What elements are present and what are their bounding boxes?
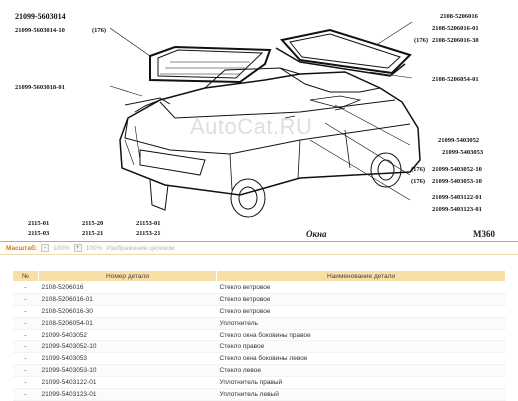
- cell-part-name: Стекло ветровое: [216, 293, 506, 306]
- cell-part-number[interactable]: 21099-5403053: [38, 352, 217, 366]
- diagram-code: М360: [473, 229, 495, 239]
- parts-table: № Номер детали Наименование детали -2108…: [12, 270, 506, 401]
- cell-number: -: [12, 364, 39, 378]
- car-windows-illustration: [109, 21, 421, 218]
- part-label: 21099-5603014-10: [15, 27, 65, 34]
- part-label: 2108-5206016-30: [432, 37, 479, 44]
- zoom-100-link[interactable]: 100%: [85, 244, 103, 252]
- cell-number: -: [12, 305, 39, 318]
- parts-diagram: AutoCat.RU 21099-5603014 21099-5603014-1…: [15, 12, 495, 239]
- cell-part-number[interactable]: 21099-5403053-10: [38, 364, 217, 378]
- model-label: 21153-21: [136, 230, 161, 237]
- cell-part-name: Стекло ветровое: [216, 281, 506, 294]
- column-header-part-name: Наименование детали: [216, 270, 506, 282]
- part-label: 2108-5206016-01: [432, 25, 479, 32]
- cell-part-number[interactable]: 21099-5403052: [38, 329, 217, 342]
- zoom-percent: 100%: [53, 244, 70, 252]
- part-label: 21099-5403052: [438, 137, 480, 144]
- model-label: 2115-01: [28, 220, 50, 227]
- part-label: 2108-5206054-01: [432, 76, 479, 83]
- cell-part-name: Стекло левое: [216, 364, 506, 378]
- zoom-toolbar: Масштаб: - 100% + 100% Изображение целик…: [0, 241, 518, 255]
- part-label: 21099-5403123-01: [432, 206, 482, 213]
- part-label: (176): [92, 27, 107, 34]
- model-label: 2115-03: [28, 230, 50, 237]
- cell-part-name: Уплотнитель: [216, 317, 506, 330]
- cell-part-number[interactable]: 21099-5403123-01: [38, 388, 217, 401]
- zoom-in-button[interactable]: +: [73, 244, 82, 252]
- part-label: (176): [414, 37, 429, 44]
- zoom-label: Масштаб:: [6, 244, 38, 252]
- part-label: 21099-5403053-10: [432, 178, 482, 185]
- cell-number: -: [12, 293, 39, 306]
- part-label: (176): [411, 178, 426, 185]
- cell-number: -: [12, 388, 39, 401]
- watermark: AutoCat.RU: [190, 114, 313, 139]
- model-label: 2115-20: [82, 220, 104, 227]
- part-label: (176): [411, 166, 426, 173]
- cell-number: -: [12, 281, 39, 294]
- part-label: 21099-5403052-10: [432, 166, 482, 173]
- cell-part-number[interactable]: 2108-5206016: [38, 281, 217, 294]
- parts-table-container: № Номер детали Наименование детали -2108…: [12, 270, 506, 401]
- cell-part-number[interactable]: 2108-5206054-01: [38, 317, 217, 330]
- part-label: 21099-5603014: [15, 12, 66, 21]
- model-label: 2115-21: [82, 230, 104, 237]
- cell-part-number[interactable]: 2108-5206016-01: [38, 293, 217, 306]
- part-label: 2108-5206016: [440, 13, 478, 20]
- table-header-row: № Номер детали Наименование детали: [12, 270, 506, 282]
- full-image-link[interactable]: Изображение целиком: [106, 244, 175, 252]
- cell-part-name: Стекло окна боковины правое: [216, 329, 506, 342]
- cell-part-number[interactable]: 21099-5403122-01: [38, 376, 217, 390]
- cell-number: -: [12, 376, 39, 390]
- part-label: 21099-5603018-01: [15, 84, 65, 91]
- column-header-part-number: Номер детали: [38, 270, 217, 282]
- cell-number: -: [12, 340, 39, 354]
- column-header-number: №: [12, 270, 39, 282]
- cell-part-number[interactable]: 21099-5403052-10: [38, 340, 217, 354]
- cell-part-name: Стекло ветровое: [216, 305, 506, 318]
- cell-part-name: Уплотнитель левый: [216, 388, 506, 401]
- cell-part-name: Уплотнитель правый: [216, 376, 506, 390]
- zoom-out-button[interactable]: -: [41, 244, 50, 252]
- cell-number: -: [12, 352, 39, 366]
- cell-part-name: Стекло окна боковины левое: [216, 352, 506, 366]
- cell-part-number[interactable]: 2108-5206016-30: [38, 305, 217, 318]
- part-label: 21099-5403053: [442, 149, 484, 156]
- diagram-title: Окна: [306, 229, 327, 239]
- cell-number: -: [12, 329, 39, 342]
- model-label: 21153-01: [136, 220, 161, 227]
- part-label: 21099-5403122-01: [432, 194, 482, 201]
- cell-part-name: Стекло правое: [216, 340, 506, 354]
- cell-number: -: [12, 317, 39, 330]
